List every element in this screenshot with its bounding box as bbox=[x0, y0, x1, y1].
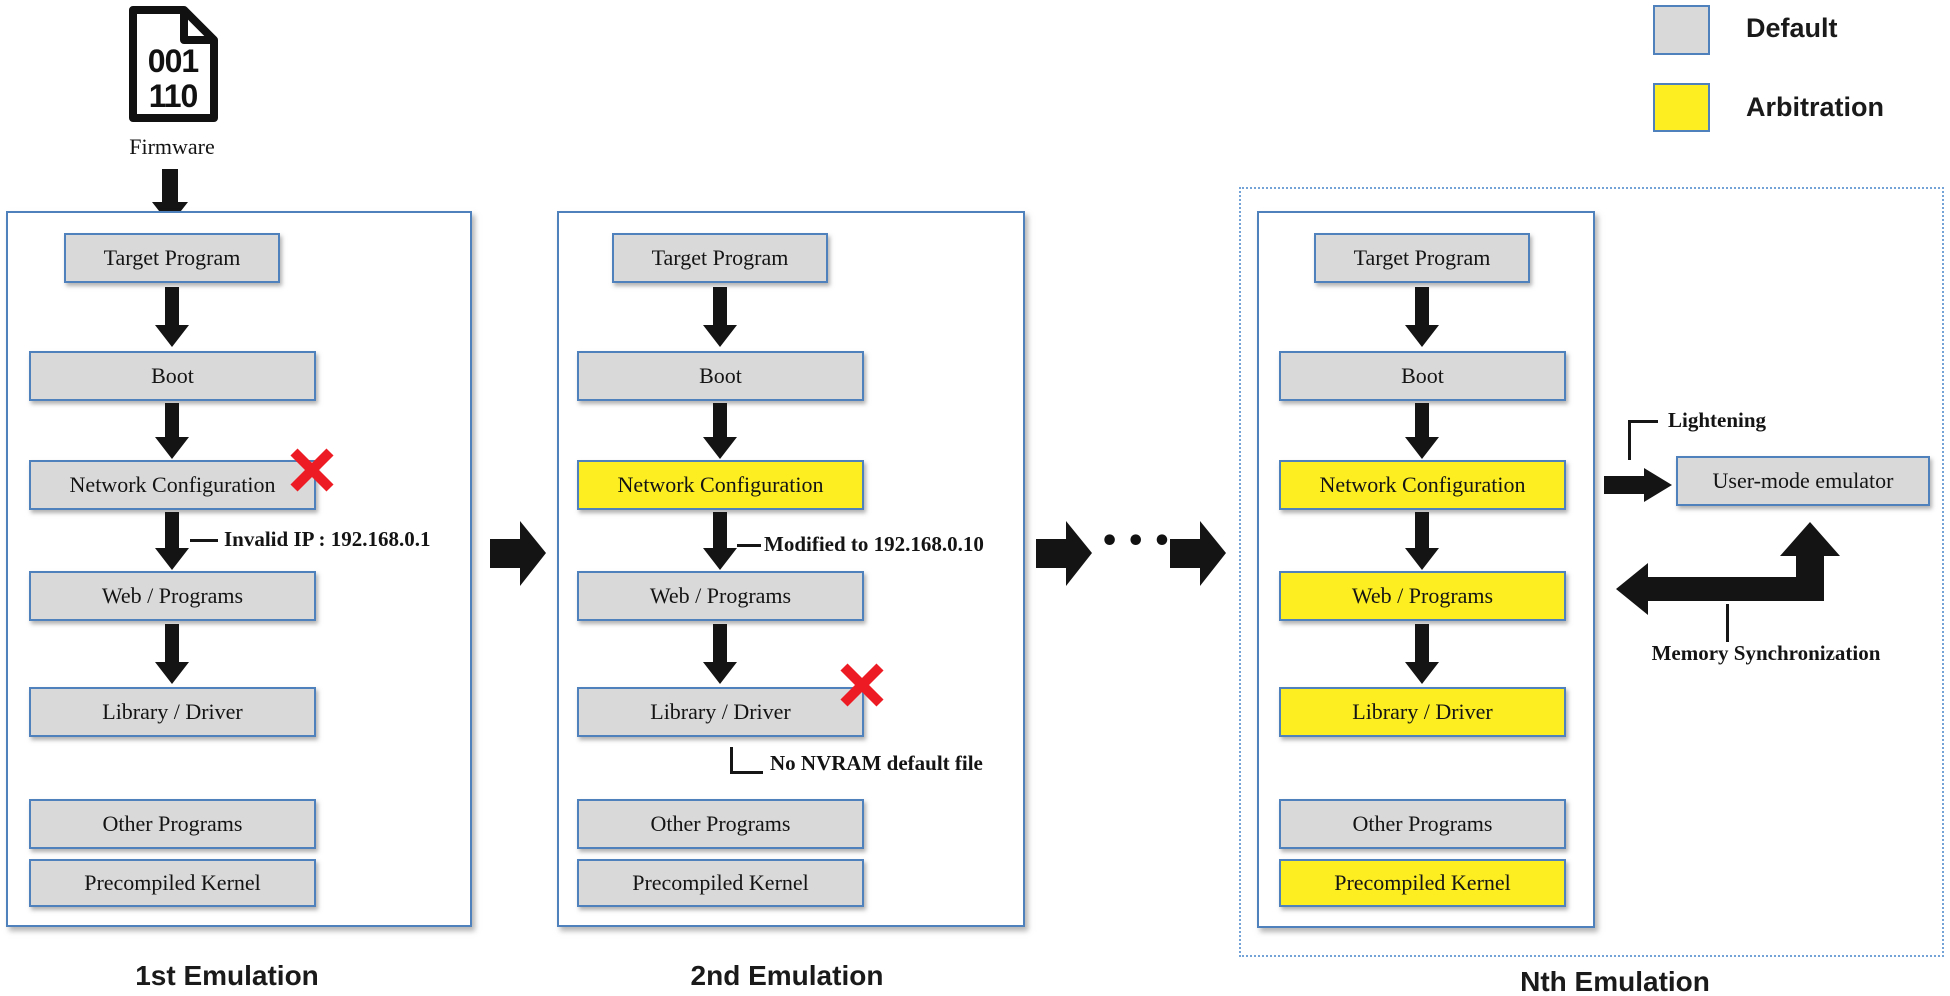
arrow-down-icon bbox=[1405, 512, 1439, 570]
box-library-driver-2: Library / Driver bbox=[577, 687, 864, 737]
box-target-program-n: Target Program bbox=[1314, 233, 1530, 283]
arrow-to-user-mode-emulator-icon bbox=[1604, 468, 1672, 502]
arrow-next-emulation-icon bbox=[1036, 521, 1092, 586]
arrow-down-icon bbox=[155, 512, 189, 570]
callout-line bbox=[737, 544, 761, 547]
box-precompiled-kernel-1: Precompiled Kernel bbox=[29, 859, 316, 907]
callout-line bbox=[730, 771, 763, 774]
callout-line bbox=[730, 747, 733, 774]
box-boot-1: Boot bbox=[29, 351, 316, 401]
second-emulation-title: 2nd Emulation bbox=[690, 960, 884, 991]
firmware-binary-bottom: 110 bbox=[149, 78, 198, 114]
lightening-label: Lightening bbox=[1668, 408, 1767, 432]
callout-line bbox=[1628, 420, 1658, 423]
box-precompiled-kernel-2: Precompiled Kernel bbox=[577, 859, 864, 907]
arrow-down-icon bbox=[1405, 624, 1439, 684]
invalid-ip-note: Invalid IP : 192.168.0.1 bbox=[224, 527, 431, 551]
box-boot-2: Boot bbox=[577, 351, 864, 401]
box-user-mode-emulator: User-mode emulator bbox=[1676, 456, 1930, 506]
firmware-label: Firmware bbox=[129, 134, 215, 159]
arrow-down-icon bbox=[155, 624, 189, 684]
failure-x-icon bbox=[840, 663, 884, 707]
arrow-down-icon bbox=[703, 403, 737, 459]
firmware-binary-top: 001 bbox=[148, 43, 199, 79]
legend-default-swatch bbox=[1653, 5, 1710, 55]
box-library-driver-n: Library / Driver bbox=[1279, 687, 1566, 737]
arrow-next-emulation-icon bbox=[490, 521, 546, 586]
ellipsis-icon: ••• bbox=[1100, 524, 1179, 559]
box-web-programs-2: Web / Programs bbox=[577, 571, 864, 621]
arrow-down-icon bbox=[1405, 403, 1439, 459]
box-target-program-1: Target Program bbox=[64, 233, 280, 283]
box-library-driver-1: Library / Driver bbox=[29, 687, 316, 737]
legend-arbitration-swatch bbox=[1653, 83, 1710, 132]
arrow-down-icon bbox=[703, 624, 737, 684]
box-other-programs-2: Other Programs bbox=[577, 799, 864, 849]
arrow-down-icon bbox=[155, 403, 189, 459]
box-web-programs-n: Web / Programs bbox=[1279, 571, 1566, 621]
firmware-file-icon: 001 110 bbox=[129, 6, 218, 122]
callout-line bbox=[190, 539, 218, 542]
failure-x-icon bbox=[290, 448, 334, 492]
arrow-down-icon bbox=[1405, 287, 1439, 347]
nth-emulation-dotted-boundary bbox=[1239, 187, 1944, 957]
box-precompiled-kernel-n: Precompiled Kernel bbox=[1279, 859, 1566, 907]
arrow-next-emulation-icon bbox=[1170, 521, 1226, 586]
first-emulation-title: 1st Emulation bbox=[135, 960, 319, 991]
box-network-configuration-1: Network Configuration bbox=[29, 460, 316, 510]
nth-emulation-title: Nth Emulation bbox=[1520, 966, 1710, 996]
arrow-down-icon bbox=[703, 287, 737, 347]
callout-line bbox=[1726, 604, 1729, 642]
box-other-programs-1: Other Programs bbox=[29, 799, 316, 849]
arrow-down-icon bbox=[155, 287, 189, 347]
legend-default-label: Default bbox=[1746, 13, 1838, 43]
memory-sync-label: Memory Synchronization bbox=[1651, 641, 1881, 665]
box-other-programs-n: Other Programs bbox=[1279, 799, 1566, 849]
legend-arbitration-label: Arbitration bbox=[1746, 92, 1884, 122]
box-network-configuration-n: Network Configuration bbox=[1279, 460, 1566, 510]
arrow-down-icon bbox=[703, 512, 737, 570]
nvram-note: No NVRAM default file bbox=[770, 751, 983, 775]
box-network-configuration-2: Network Configuration bbox=[577, 460, 864, 510]
callout-line bbox=[1628, 420, 1631, 460]
box-target-program-2: Target Program bbox=[612, 233, 828, 283]
modified-ip-note: Modified to 192.168.0.10 bbox=[764, 532, 984, 556]
box-web-programs-1: Web / Programs bbox=[29, 571, 316, 621]
box-boot-n: Boot bbox=[1279, 351, 1566, 401]
memory-sync-arrow-icon bbox=[1616, 522, 1840, 615]
